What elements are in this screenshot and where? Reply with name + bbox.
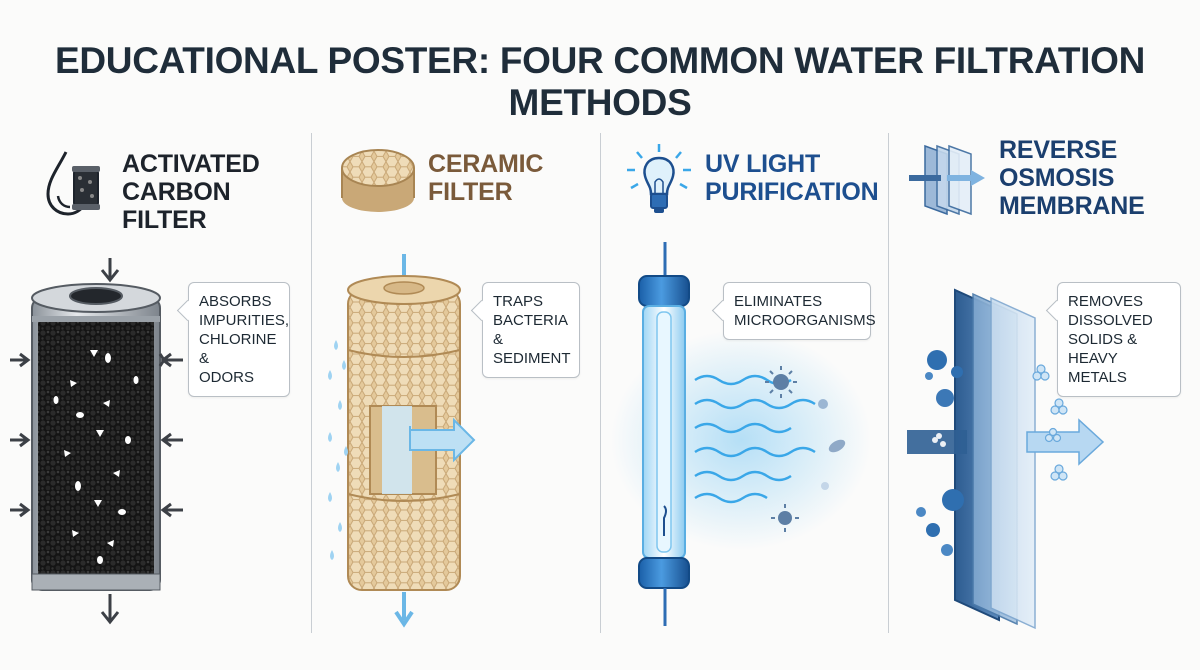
uv-bulb-icon (627, 144, 691, 213)
panel-reverse-osmosis: REVERSE OSMOSIS MEMBRANE REMOVES DISSOLV… (889, 0, 1200, 670)
membrane-layers-icon (909, 144, 985, 216)
ceramic-disc-icon (341, 149, 415, 212)
ro-membrane-illustration (907, 288, 1105, 630)
ceramic-title: CERAMIC FILTER (428, 150, 544, 206)
uv-callout: ELIMINATES MICROORGANISMS (723, 282, 876, 340)
carbon-callout: ABSORBS IMPURITIES, CHLORINE & ODORS (188, 282, 290, 397)
microbe-icons (765, 366, 846, 532)
water-drop-filter-icon (46, 151, 100, 216)
carbon-filter-illustration (10, 258, 170, 625)
panel-ceramic: CERAMIC FILTER TRAPS BACTERIA & SEDIMENT (312, 0, 600, 670)
ceramic-filter-illustration (328, 254, 476, 628)
ro-title: REVERSE OSMOSIS MEMBRANE (999, 136, 1145, 220)
panel-activated-carbon: ACTIVATED CARBON FILTER (0, 0, 311, 670)
poster-title: EDUCATIONAL POSTER: FOUR COMMON WATER FI… (54, 40, 1146, 123)
panel-divider (311, 133, 312, 633)
uv-title: UV LIGHT PURIFICATION (705, 150, 879, 206)
panel-divider (600, 133, 601, 633)
uv-lamp-illustration (611, 242, 871, 626)
panel-uv-light: UV LIGHT PURIFICATION (601, 0, 888, 670)
inflow-arrows-icon (160, 352, 183, 518)
carbon-title: ACTIVATED CARBON FILTER (122, 150, 260, 234)
panel-divider (888, 133, 889, 633)
ceramic-callout: TRAPS BACTERIA & SEDIMENT (482, 282, 580, 378)
ro-callout: REMOVES DISSOLVED SOLIDS & HEAVY METALS (1057, 282, 1181, 397)
